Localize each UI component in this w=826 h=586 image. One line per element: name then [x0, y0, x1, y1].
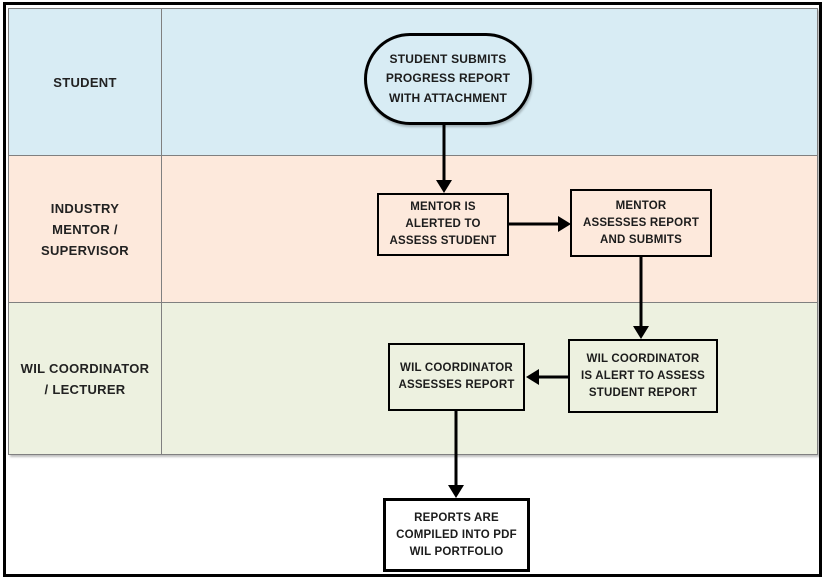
node-text-line: WIL COORDINATOR — [400, 362, 513, 374]
node-wil-assesses: WIL COORDINATOR ASSESSES REPORT — [388, 343, 525, 411]
node-text-line: ALERTED TO — [405, 218, 481, 230]
lane-label-line: SUPERVISOR — [40, 242, 129, 258]
lane-label-line: WIL COORDINATOR — [20, 360, 150, 376]
lane-label-text: STUDENT — [53, 72, 117, 93]
node-reports-compiled: REPORTS ARE COMPILED INTO PDF WIL PORTFO… — [383, 498, 530, 572]
node-text-line: ASSESS STUDENT — [389, 235, 497, 247]
node-text-line: COMPILED INTO PDF — [396, 528, 517, 541]
node-text-line: AND SUBMITS — [599, 233, 683, 246]
lane-label-line: MENTOR / — [52, 221, 118, 237]
node-text-line: MENTOR — [615, 199, 667, 212]
node-text-line: MENTOR IS — [410, 201, 476, 213]
node-text-line: ASSESSES REPORT — [582, 216, 700, 229]
node-text-line: WIL PORTFOLIO — [409, 545, 504, 558]
lane-label-line: STUDENT — [53, 74, 117, 90]
node-text-line: PROGRESS REPORT — [385, 71, 511, 86]
lane-label-student: STUDENT — [9, 9, 162, 155]
lane-label-line: / LECTURER — [44, 381, 126, 397]
node-student-submits: STUDENT SUBMITS PROGRESS REPORT WITH ATT… — [364, 33, 532, 125]
lane-label-wil-coordinator-lecturer: WIL COORDINATOR / LECTURER — [9, 303, 162, 454]
node-text-line: WIL COORDINATOR — [586, 352, 700, 365]
lane-label-line: INDUSTRY — [50, 200, 120, 216]
node-text-line: IS ALERT TO ASSESS — [581, 369, 705, 382]
node-text-line: ASSESSES REPORT — [398, 379, 515, 391]
node-text-line: STUDENT SUBMITS — [389, 51, 507, 66]
node-text-line: STUDENT REPORT — [588, 386, 698, 399]
node-mentor-alerted: MENTOR IS ALERTED TO ASSESS STUDENT — [377, 193, 509, 256]
node-mentor-assesses: MENTOR ASSESSES REPORT AND SUBMITS — [570, 189, 712, 257]
lane-label-text: WIL COORDINATOR / LECTURER — [21, 358, 150, 400]
node-wil-alerted: WIL COORDINATOR IS ALERT TO ASSESS STUDE… — [568, 339, 718, 413]
lane-label-text: INDUSTRY MENTOR / SUPERVISOR — [41, 198, 129, 261]
swimlane-table: STUDENT INDUSTRY MENTOR / SUPERVISOR WIL… — [8, 8, 818, 455]
node-text-line: REPORTS ARE — [414, 511, 499, 524]
node-text-line: WITH ATTACHMENT — [388, 90, 508, 105]
lane-label-industry-mentor-supervisor: INDUSTRY MENTOR / SUPERVISOR — [9, 156, 162, 302]
